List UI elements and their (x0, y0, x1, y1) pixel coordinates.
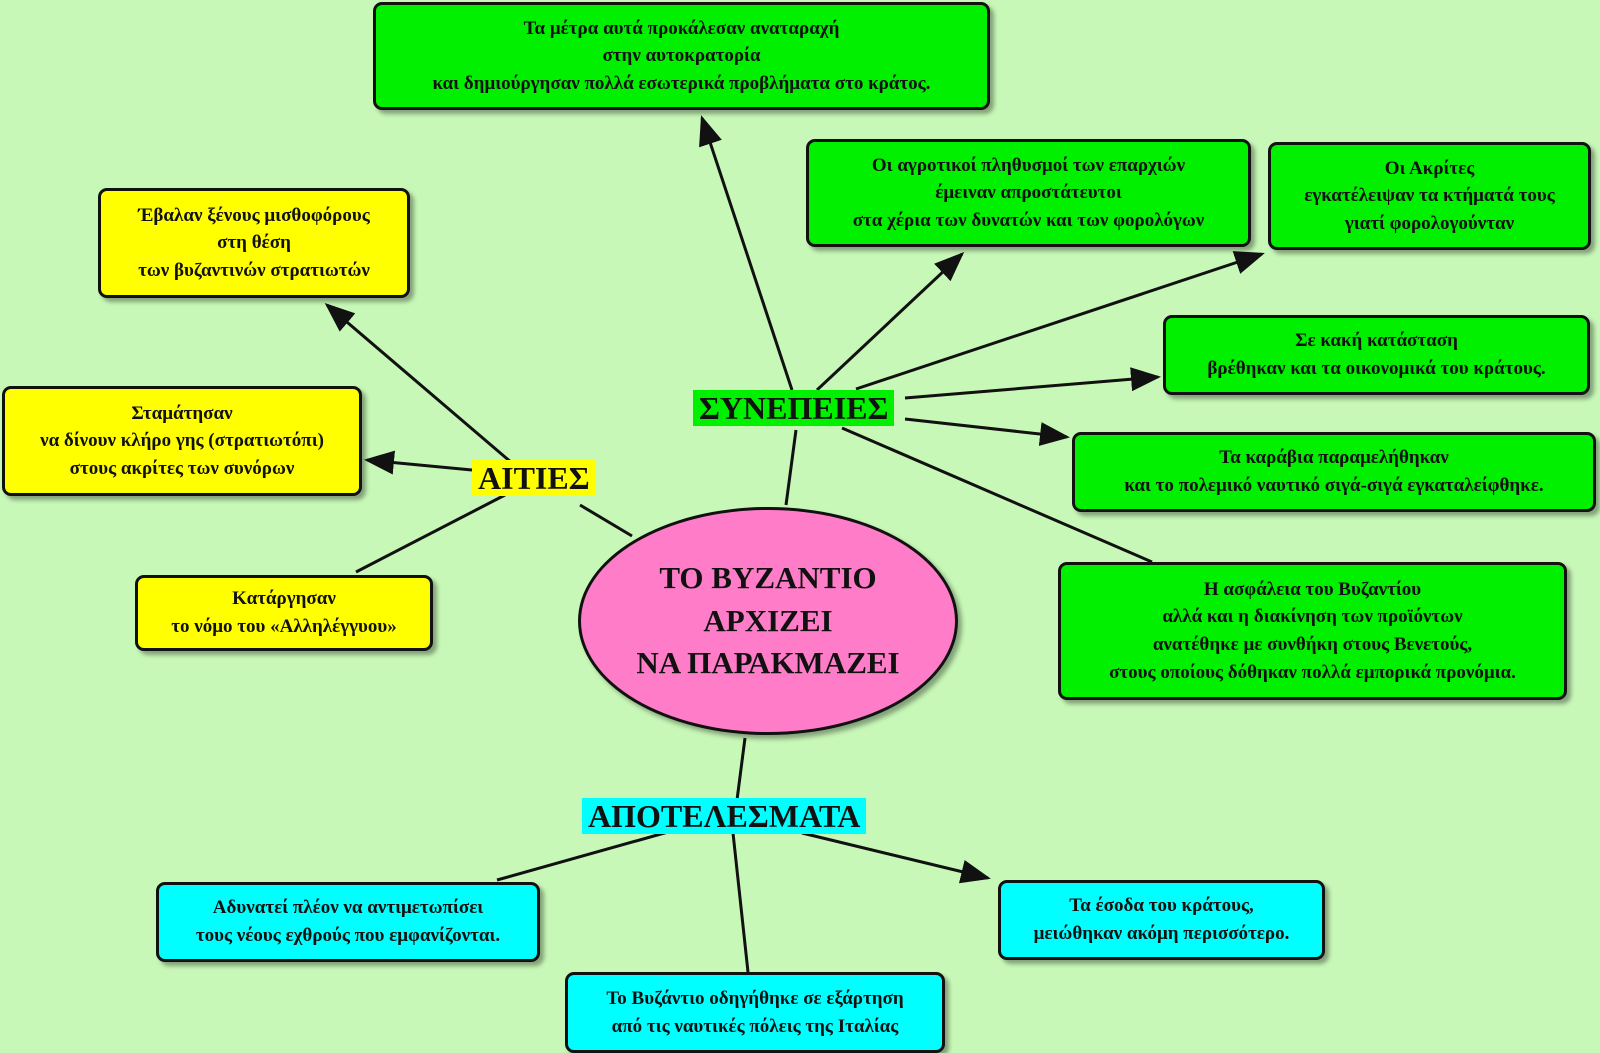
arrow-synepeies-2 (815, 251, 965, 392)
arrow-synepeies-5 (904, 417, 1070, 446)
apotelesmata-text-2: Το Βυζάντιο οδηγήθηκε σε εξάρτηση από τι… (606, 987, 904, 1037)
apotelesmata-text-1: Αδυνατεί πλέον να αντιμετωπίσει τους νέο… (195, 897, 501, 946)
apotelesmata-box-2: Το Βυζάντιο οδηγήθηκε σε εξάρτηση από τι… (565, 972, 945, 1053)
synepeies-box-6: Η ασφάλεια του Βυζαντίου αλλά και η διακ… (1058, 562, 1567, 700)
apotelesmata-box-3: Τα έσοδα του κράτους, μειώθηκαν ακόμη πε… (998, 880, 1325, 960)
aities-text-3: Κατάργησαν το νόμο του «Αλληλέγγυου» (171, 588, 397, 637)
arrow-aities-1 (324, 303, 513, 465)
synepeies-text-1: Τα μέτρα αυτά προκάλεσαν αναταραχή στην … (432, 17, 931, 94)
line-center-synepeies (784, 429, 798, 506)
arrow-synepeies-1 (699, 115, 794, 391)
synepeies-box-1: Τα μέτρα αυτά προκάλεσαν αναταραχή στην … (373, 2, 990, 110)
line-aities-3 (355, 493, 506, 574)
arrow-apotelesmata-3 (801, 831, 991, 884)
synepeies-text-5: Τα καράβια παραμελήθηκαν και το πολεμικό… (1124, 447, 1544, 496)
aities-text-1: Έβαλαν ξένους μισθοφόρους στη θέση των β… (138, 204, 370, 281)
center-topic-text: ΤΟ ΒΥΖΑΝΤΙΟ ΑΡΧΙΖΕΙ ΝΑ ΠΑΡΑΚΜΑΖΕΙ (636, 559, 900, 681)
arrow-synepeies-4 (904, 367, 1161, 400)
line-center-apotelesmata (735, 737, 747, 801)
arrow-synepeies-3 (855, 251, 1265, 391)
synepeies-text-4: Σε κακή κατάσταση βρέθηκαν και τα οικονο… (1207, 330, 1546, 379)
synepeies-box-2: Οι αγροτικοί πληθυσμοί των επαρχιών έμει… (806, 139, 1251, 247)
aities-box-1: Έβαλαν ξένους μισθοφόρους στη θέση των β… (98, 188, 410, 298)
synepeies-box-4: Σε κακή κατάσταση βρέθηκαν και τα οικονο… (1163, 315, 1590, 395)
line-apotelesmata-1 (496, 830, 669, 882)
aities-text-2: Σταμάτησαν να δίνουν κλήρο γης (στρατιωτ… (40, 402, 324, 479)
line-synepeies-6 (841, 426, 1153, 564)
label-aities: ΑΙΤΙΕΣ (472, 460, 596, 496)
synepeies-text-6: Η ασφάλεια του Βυζαντίου αλλά και η διακ… (1109, 578, 1516, 683)
synepeies-text-2: Οι αγροτικοί πληθυσμοί των επαρχιών έμει… (852, 154, 1205, 231)
synepeies-text-3: Οι Ακρίτες εγκατέλειψαν τα κτήματά τους … (1304, 157, 1555, 234)
synepeies-box-3: Οι Ακρίτες εγκατέλειψαν τα κτήματά τους … (1268, 142, 1591, 250)
apotelesmata-text-3: Τα έσοδα του κράτους, μειώθηκαν ακόμη πε… (1033, 895, 1290, 944)
arrow-aities-2 (364, 450, 473, 475)
apotelesmata-box-1: Αδυνατεί πλέον να αντιμετωπίσει τους νέο… (156, 882, 540, 962)
center-topic: ΤΟ ΒΥΖΑΝΤΙΟ ΑΡΧΙΖΕΙ ΝΑ ΠΑΡΑΚΜΑΖΕΙ (578, 507, 958, 735)
line-center-aities (579, 503, 633, 538)
aities-box-3: Κατάργησαν το νόμο του «Αλληλέγγυου» (135, 575, 433, 651)
label-apotelesmata: ΑΠΟΤΕΛΕΣΜΑΤΑ (582, 798, 867, 834)
label-synepeies: ΣΥΝΕΠΕΙΕΣ (693, 390, 895, 426)
aities-box-2: Σταμάτησαν να δίνουν κλήρο γης (στρατιωτ… (2, 386, 362, 496)
synepeies-box-5: Τα καράβια παραμελήθηκαν και το πολεμικό… (1072, 432, 1596, 512)
line-apotelesmata-2 (731, 832, 750, 973)
